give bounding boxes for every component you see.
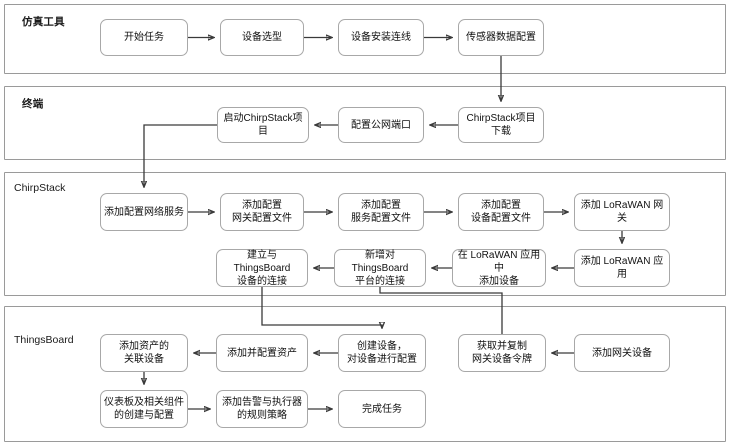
swimlane-label-thingsboard: ThingsBoard [14,334,74,346]
flow-node-label: 新增对ThingsBoard 平台的连接 [351,249,409,287]
swimlane-label-terminal: 终端 [22,98,44,110]
flow-node-n24[interactable]: 完成任务 [338,390,426,428]
flow-node-n8[interactable]: 添加配置网络服务 [100,193,188,231]
swimlane-band-terminal [4,86,726,160]
flow-node-label: 启动ChirpStack项目 [223,113,303,137]
flow-node-label: 添加 LoRaWAN 网关 [580,200,664,224]
flow-node-label: 建立与ThingsBoard 设备的连接 [233,249,291,287]
flow-node-label: 配置公网端口 [351,119,411,131]
flow-node-n12[interactable]: 添加 LoRaWAN 网关 [574,193,670,231]
flow-node-label: 添加配置 设备配置文件 [471,200,531,224]
flow-node-n5[interactable]: ChirpStack项目下载 [458,107,544,143]
flow-node-n16[interactable]: 建立与ThingsBoard 设备的连接 [216,249,308,287]
flow-node-n15[interactable]: 新增对ThingsBoard 平台的连接 [334,249,426,287]
flow-node-n11[interactable]: 添加配置 设备配置文件 [458,193,544,231]
flow-node-n7[interactable]: 启动ChirpStack项目 [217,107,309,143]
flow-node-label: 创建设备， 对设备进行配置 [347,341,417,365]
flow-node-n3[interactable]: 设备安装连线 [338,19,424,56]
flow-node-n17[interactable]: 添加网关设备 [574,334,670,372]
flow-node-n2[interactable]: 设备选型 [220,19,304,56]
flow-node-label: 设备选型 [242,32,282,43]
flow-node-label: 传感器数据配置 [466,32,536,43]
flow-node-label: 添加配置 网关配置文件 [232,200,292,224]
swimlane-label-chirpstack: ChirpStack [14,182,66,194]
flow-node-label: 开始任务 [124,32,164,43]
flow-node-label: 添加配置 服务配置文件 [351,200,411,224]
flow-node-label: 添加配置网络服务 [104,206,184,218]
flow-node-label: 添加 LoRaWAN 应用 [580,256,664,280]
flow-node-label: 添加告警与执行器 的规则策略 [222,397,302,421]
flow-node-label: 添加资产的 关联设备 [119,341,169,365]
flow-node-label: 添加并配置资产 [227,347,297,359]
flow-node-n20[interactable]: 添加并配置资产 [216,334,308,372]
flow-node-n22[interactable]: 仪表板及相关组件 的创建与配置 [100,390,188,428]
flow-node-n4[interactable]: 传感器数据配置 [458,19,544,56]
flow-node-n18[interactable]: 获取并复制 网关设备令牌 [458,334,546,372]
flow-node-label: 在 LoRaWAN 应用中 添加设备 [457,249,541,287]
flow-node-label: 仪表板及相关组件 的创建与配置 [104,397,184,421]
flow-node-n1[interactable]: 开始任务 [100,19,188,56]
flow-node-n19[interactable]: 创建设备， 对设备进行配置 [338,334,426,372]
swimlane-label-sim: 仿真工具 [22,16,65,28]
flow-node-label: ChirpStack项目下载 [466,113,536,137]
flow-node-label: 设备安装连线 [351,32,411,43]
flow-node-label: 获取并复制 网关设备令牌 [472,341,532,365]
flow-node-n13[interactable]: 添加 LoRaWAN 应用 [574,249,670,287]
flow-node-n10[interactable]: 添加配置 服务配置文件 [338,193,424,231]
flow-node-n14[interactable]: 在 LoRaWAN 应用中 添加设备 [452,249,546,287]
flow-node-n9[interactable]: 添加配置 网关配置文件 [220,193,304,231]
flow-node-label: 完成任务 [362,403,402,415]
flow-node-label: 添加网关设备 [592,347,652,359]
flow-node-n6[interactable]: 配置公网端口 [338,107,424,143]
flow-node-n23[interactable]: 添加告警与执行器 的规则策略 [216,390,308,428]
flow-node-n21[interactable]: 添加资产的 关联设备 [100,334,188,372]
